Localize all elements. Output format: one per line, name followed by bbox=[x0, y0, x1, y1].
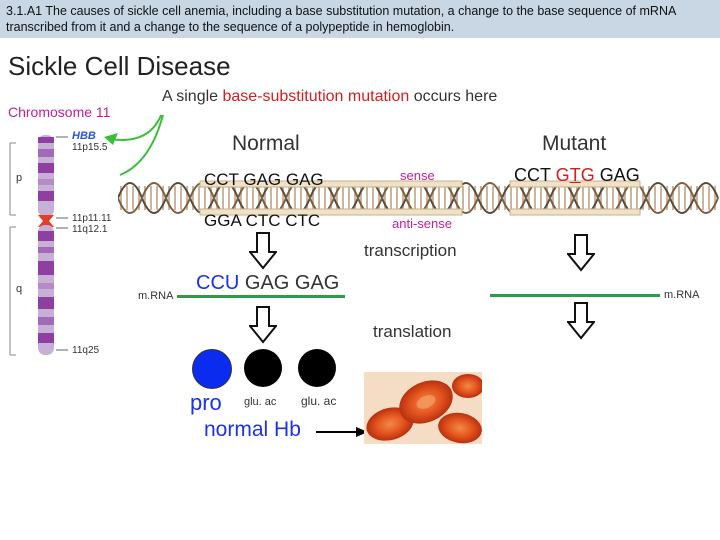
pro-label: pro bbox=[190, 390, 222, 415]
down-arrow-icon bbox=[567, 302, 595, 340]
down-arrow-icon bbox=[249, 232, 277, 270]
red-blood-cells-image bbox=[364, 372, 482, 444]
mutant-mrna-strand bbox=[490, 294, 660, 297]
slide-title: Sickle Cell Disease bbox=[8, 51, 231, 81]
normal-hb-label: normal Hb bbox=[204, 418, 301, 441]
mutant-seq-mut3: G bbox=[580, 165, 595, 185]
mutant-seq-mut1: G bbox=[555, 165, 570, 185]
dna-double-helix bbox=[118, 180, 720, 216]
transcription-label: transcription bbox=[364, 241, 457, 260]
down-arrow-icon bbox=[249, 306, 277, 344]
annotation-suffix: occurs here bbox=[409, 88, 498, 105]
normal-mrna-sequence: CCU GAG GAG bbox=[196, 272, 339, 295]
band-label-1: 11p15.5 bbox=[72, 142, 108, 153]
banner-text: 3.1.A1 The causes of sickle cell anemia,… bbox=[6, 4, 676, 34]
down-arrow-icon bbox=[567, 234, 595, 272]
mutant-seq-mut2: T bbox=[569, 165, 581, 185]
arm-p-label: p bbox=[16, 172, 23, 184]
normal-mrna-label: m.RNA bbox=[138, 290, 174, 302]
mutant-seq-a: CCT bbox=[514, 165, 556, 185]
annotation-highlight: base-substitution mutation bbox=[222, 88, 410, 105]
sense-label: sense bbox=[400, 168, 435, 183]
normal-mrna-strand bbox=[177, 295, 345, 298]
translation-label: translation bbox=[373, 322, 452, 341]
arm-q-label: q bbox=[16, 283, 23, 295]
glu-label-1: glu. ac bbox=[244, 396, 277, 408]
normal-sense-sequence: CCT GAG GAG bbox=[204, 170, 324, 189]
normal-heading: Normal bbox=[232, 132, 300, 155]
antisense-label: anti-sense bbox=[392, 216, 452, 231]
mutant-mrna-label: m.RNA bbox=[664, 289, 700, 301]
annotation-prefix: A single bbox=[162, 88, 223, 105]
header-banner bbox=[0, 0, 720, 38]
band-label-4: 11q25 bbox=[72, 345, 100, 356]
chromosome-ideogram bbox=[9, 115, 164, 356]
mutant-seq-c: GAG bbox=[594, 165, 640, 185]
glu-label-2: glu. ac bbox=[301, 394, 337, 408]
mutant-heading: Mutant bbox=[542, 132, 607, 155]
proline-circle bbox=[192, 349, 232, 389]
normal-mrna-rest: GAG GAG bbox=[239, 272, 340, 294]
normal-mrna-codon1: CCU bbox=[196, 272, 240, 294]
chromosome-name: Chromosome 11 bbox=[8, 104, 111, 120]
band-label-2: 11p11.11 bbox=[72, 213, 112, 224]
mutant-sense-sequence: CCT GTG GAG bbox=[514, 165, 640, 186]
gene-label: HBB bbox=[72, 130, 96, 142]
normal-antisense-sequence: GGA CTC CTC bbox=[204, 211, 321, 230]
mutation-annotation: A single base-substitution mutation occu… bbox=[162, 88, 497, 106]
band-label-3: 11q12.1 bbox=[72, 224, 108, 235]
right-arrow-icon bbox=[316, 427, 368, 437]
glutamic-acid-circle-2 bbox=[298, 349, 336, 387]
glutamic-acid-circle-1 bbox=[244, 349, 282, 387]
